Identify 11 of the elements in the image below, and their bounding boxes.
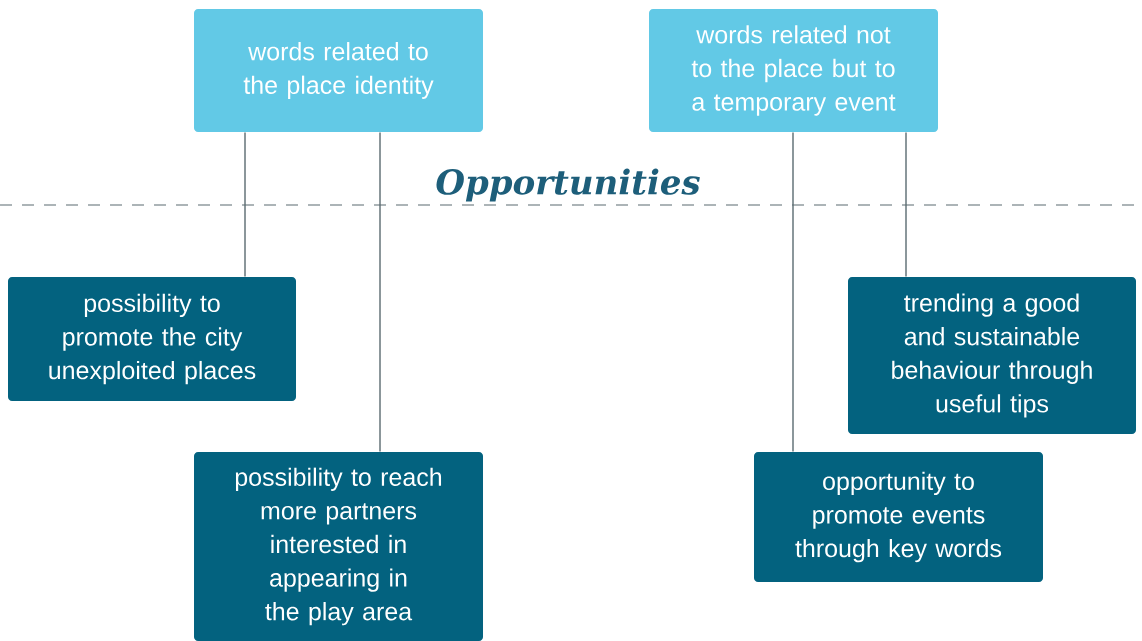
box: words related not to the place but to a temporary event [649,9,938,132]
box: words related to the place identity [194,9,483,132]
box: trending a good and sustainable behaviour through useful tips [848,277,1136,434]
connector-line [792,131,794,453]
box: opportunity to promote events through key words [754,452,1043,582]
connector-line [379,131,381,453]
connector-line [244,131,246,278]
box: possibility to promote the city unexploited places [8,277,296,401]
connector-line [905,131,907,278]
box: possibility to reach more partners interested in appearing in the play area [194,452,483,641]
section-heading: Opportunities [433,166,703,204]
